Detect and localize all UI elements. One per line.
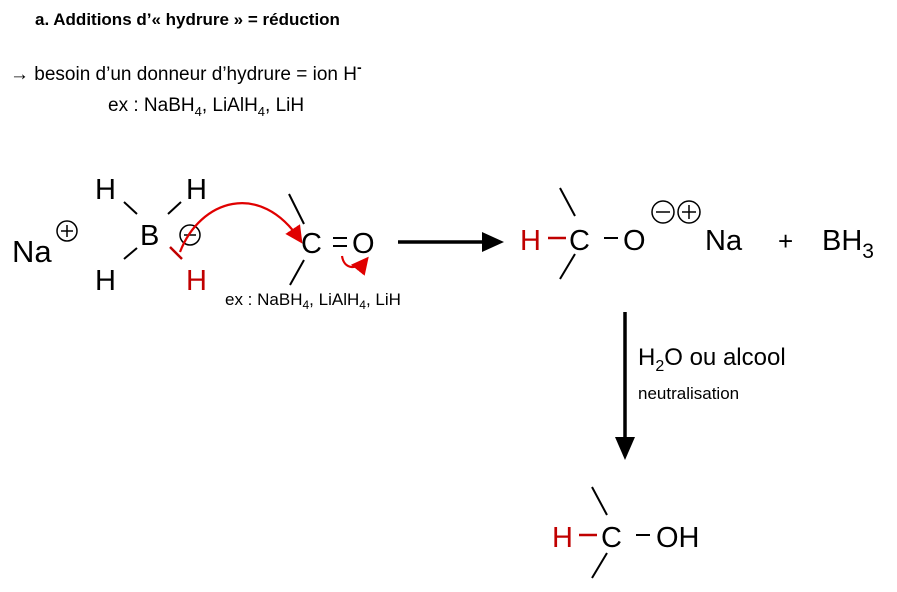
intro-line: → besoin d’un donneur d’hydrure = ion H- [10, 59, 362, 85]
svg-text:Na: Na [12, 234, 52, 269]
alcohol-product: H C OH [552, 486, 700, 579]
svg-text:H: H [552, 522, 573, 554]
svg-text:H: H [520, 225, 541, 257]
svg-text:Na: Na [705, 225, 743, 257]
svg-text:+: + [778, 226, 793, 256]
reagent-examples: ex : NaBH4, LiAlH4, LiH [225, 290, 401, 312]
plus-charge-icon [56, 220, 78, 242]
minus-charge-icon [651, 200, 675, 224]
step2-reagent: H2O ou alcool [638, 344, 786, 375]
section-title: a. Additions d’« hydrure » = réduction [35, 10, 340, 29]
reaction-arrow-icon [398, 232, 504, 252]
intro-examples: ex : NaBH4, LiAlH4, LiH [108, 95, 304, 119]
svg-text:H: H [186, 174, 207, 206]
svg-text:O: O [623, 225, 646, 257]
carbonyl: C O [288, 193, 375, 286]
sodium-cation: Na [12, 220, 78, 269]
borohydride: H H B H H [95, 174, 207, 297]
svg-text:H: H [95, 265, 116, 297]
borane: BH3 [822, 225, 874, 263]
step2-note: neutralisation [638, 384, 739, 403]
transferred-hydride: H [186, 265, 207, 297]
svg-text:C: C [601, 522, 622, 554]
svg-text:O: O [352, 228, 375, 260]
electron-arrow-icon [178, 202, 303, 253]
down-arrow-icon [615, 312, 635, 460]
alkoxide-product: H C O Na + BH3 [520, 187, 874, 280]
svg-text:C: C [569, 225, 590, 257]
svg-text:OH: OH [656, 522, 700, 554]
electron-shift-arrow-icon [340, 255, 369, 276]
svg-text:B: B [140, 220, 159, 252]
svg-text:C: C [301, 228, 322, 260]
minus-charge-icon [179, 224, 201, 246]
svg-text:H: H [95, 174, 116, 206]
plus-charge-icon [677, 200, 701, 224]
